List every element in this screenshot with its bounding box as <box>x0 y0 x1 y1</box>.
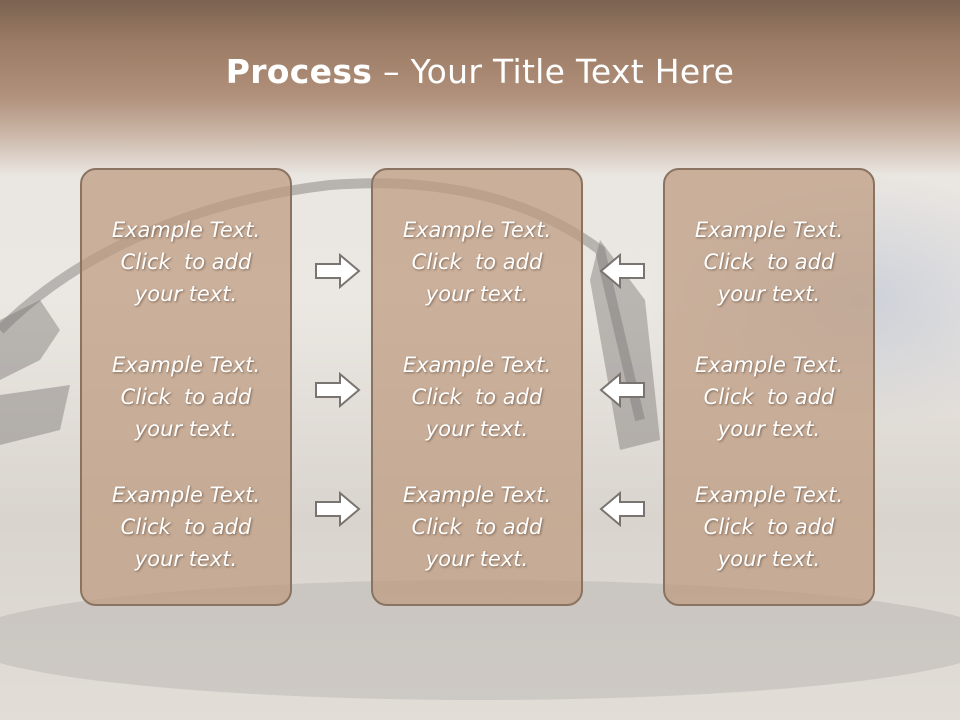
text-block[interactable]: Example Text. Click to add your text. <box>665 479 873 575</box>
text-block[interactable]: Example Text. Click to add your text. <box>373 349 581 445</box>
right-arrow-icon <box>315 490 361 528</box>
text-line: Click to add <box>120 250 252 274</box>
left-arrow-icon <box>599 490 645 528</box>
text-block[interactable]: Example Text. Click to add your text. <box>665 214 873 310</box>
text-block[interactable]: Example Text. Click to add your text. <box>373 214 581 310</box>
slide-title[interactable]: Process – Your Title Text Here <box>0 52 960 91</box>
right-arrow-icon <box>315 371 361 409</box>
text-line: your text. <box>134 282 238 306</box>
title-bold: Process <box>225 52 373 91</box>
text-line: your text. <box>425 282 529 306</box>
text-line: Example Text. <box>111 353 261 377</box>
text-block[interactable]: Example Text. Click to add your text. <box>665 349 873 445</box>
text-line: Example Text. <box>694 218 844 242</box>
text-line: Click to add <box>411 250 543 274</box>
text-block[interactable]: Example Text. Click to add your text. <box>373 479 581 575</box>
text-line: Click to add <box>411 515 543 539</box>
text-line: Click to add <box>703 385 835 409</box>
text-panel-center[interactable]: Example Text. Click to add your text. Ex… <box>371 168 583 606</box>
text-block[interactable]: Example Text. Click to add your text. <box>82 214 290 310</box>
text-line: Example Text. <box>694 483 844 507</box>
text-line: Example Text. <box>111 218 261 242</box>
text-line: Click to add <box>703 250 835 274</box>
text-line: your text. <box>717 282 821 306</box>
text-line: your text. <box>425 547 529 571</box>
text-line: Example Text. <box>111 483 261 507</box>
text-line: Click to add <box>120 385 252 409</box>
left-arrow-icon <box>599 252 645 290</box>
text-panel-right[interactable]: Example Text. Click to add your text. Ex… <box>663 168 875 606</box>
text-line: your text. <box>134 417 238 441</box>
text-line: Example Text. <box>402 483 552 507</box>
text-line: Example Text. <box>402 353 552 377</box>
text-line: Example Text. <box>402 218 552 242</box>
text-line: your text. <box>425 417 529 441</box>
text-line: Click to add <box>411 385 543 409</box>
text-line: Click to add <box>703 515 835 539</box>
text-line: Click to add <box>120 515 252 539</box>
text-line: your text. <box>717 417 821 441</box>
text-block[interactable]: Example Text. Click to add your text. <box>82 479 290 575</box>
text-line: your text. <box>134 547 238 571</box>
text-line: Example Text. <box>694 353 844 377</box>
text-panel-left[interactable]: Example Text. Click to add your text. Ex… <box>80 168 292 606</box>
title-rest: – Your Title Text Here <box>372 52 735 91</box>
text-block[interactable]: Example Text. Click to add your text. <box>82 349 290 445</box>
left-arrow-icon <box>599 371 645 409</box>
text-line: your text. <box>717 547 821 571</box>
right-arrow-icon <box>315 252 361 290</box>
